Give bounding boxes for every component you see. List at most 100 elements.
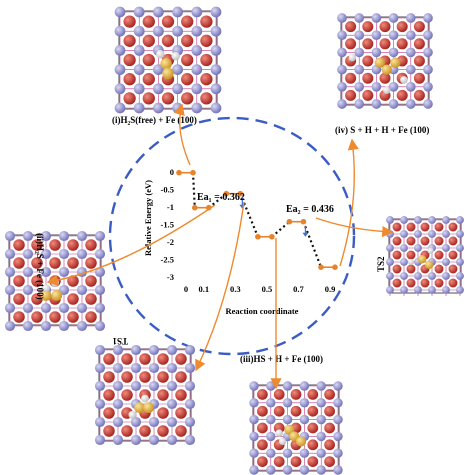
- fe-atom: [112, 416, 124, 428]
- subsurface-atom: [103, 371, 115, 383]
- fe-atom: [184, 416, 196, 428]
- x-tick-label: 0.9: [325, 284, 336, 294]
- subsurface-atom: [139, 353, 151, 365]
- fe-atom: [94, 230, 106, 242]
- subsurface-atom: [67, 311, 79, 323]
- fe-atom: [316, 414, 326, 425]
- subsurface-atom: [307, 439, 319, 451]
- subsurface-atom: [420, 222, 430, 232]
- fe-atom: [428, 272, 436, 280]
- fe-atom: [249, 465, 259, 475]
- fe-atom: [266, 398, 276, 408]
- subsurface-atom: [31, 293, 43, 305]
- h-atom: [348, 53, 357, 62]
- subsurface-atom: [161, 92, 175, 105]
- fe-atom: [114, 25, 126, 37]
- subsurface-atom: [434, 278, 444, 288]
- h-atom: [171, 51, 180, 61]
- cell-border: [8, 234, 102, 326]
- fe-atom: [191, 6, 203, 18]
- connector-arrow: [46, 204, 216, 286]
- cell-border: [340, 16, 430, 106]
- subsurface-atom: [448, 250, 458, 260]
- relax-arrow-head: [239, 204, 246, 209]
- subsurface-atom: [181, 92, 194, 105]
- subsurface-atom: [324, 422, 335, 434]
- fe-atom: [40, 266, 52, 278]
- fe-atom: [22, 230, 34, 242]
- subsurface-atom: [307, 422, 319, 434]
- h-atom: [278, 437, 287, 446]
- fe-atom: [333, 398, 343, 408]
- subsurface-atom: [123, 92, 136, 105]
- fe-atom: [249, 381, 259, 391]
- subsurface-atom: [142, 34, 155, 47]
- subsurface-atom: [85, 293, 97, 305]
- fe-atom: [22, 284, 34, 296]
- h-atom: [382, 86, 391, 95]
- fe-atom: [4, 248, 16, 260]
- fe-atom: [414, 244, 422, 252]
- state-label-ts1: TS1: [112, 336, 128, 346]
- fe-atom: [442, 216, 450, 224]
- fe-atom: [76, 230, 88, 242]
- fe-atom: [388, 99, 399, 109]
- fe-atom: [249, 431, 259, 442]
- subsurface-atom: [290, 405, 302, 417]
- subsurface-atom: [31, 257, 43, 269]
- energy-point: [176, 169, 182, 176]
- subsurface-atom: [67, 293, 79, 305]
- connector-arrow: [339, 138, 359, 267]
- subsurface-atom: [175, 389, 187, 401]
- energy-point: [255, 233, 261, 240]
- fe-atom: [130, 362, 142, 374]
- fe-atom: [94, 416, 106, 428]
- fe-atom: [153, 6, 164, 18]
- subsurface-atom: [175, 425, 187, 437]
- fe-atom: [316, 448, 326, 458]
- fe-atom: [371, 13, 382, 23]
- fe-atom: [388, 81, 399, 92]
- fe-atom: [333, 465, 343, 475]
- subsurface-atom: [448, 278, 458, 288]
- fe-atom: [456, 286, 464, 294]
- subsurface-atom: [123, 15, 136, 28]
- relax-arrow-head: [302, 232, 309, 237]
- fe-atom: [388, 47, 399, 58]
- structure-panel-i: [114, 6, 222, 114]
- fe-atom: [266, 414, 276, 425]
- fe-atom: [76, 302, 88, 314]
- subsurface-atom: [413, 38, 425, 50]
- fe-atom: [130, 434, 142, 446]
- subsurface-atom: [406, 222, 416, 232]
- fe-atom: [133, 25, 145, 37]
- fe-atom: [400, 230, 408, 238]
- fe-atom: [354, 13, 365, 23]
- fe-atom: [172, 25, 183, 37]
- fe-atom: [40, 248, 52, 260]
- subsurface-atom: [31, 311, 43, 323]
- subsurface-atom: [181, 53, 194, 67]
- fe-atom: [371, 81, 382, 92]
- fe-atom: [94, 362, 106, 374]
- y-tick-label: 0: [170, 167, 174, 177]
- energy-point: [318, 264, 324, 271]
- fe-atom: [210, 64, 222, 75]
- fe-atom: [456, 230, 464, 238]
- fe-atom: [94, 434, 106, 446]
- fe-atom: [400, 286, 408, 294]
- fe-atom: [282, 398, 293, 408]
- fe-atom: [166, 416, 178, 428]
- subsurface-atom: [13, 239, 25, 251]
- subsurface-atom: [121, 425, 133, 437]
- subsurface-atom: [379, 21, 391, 33]
- fe-atom: [299, 465, 310, 475]
- s-atom: [162, 67, 174, 80]
- structure-panel-iv: [337, 13, 433, 109]
- subsurface-atom: [324, 389, 335, 400]
- cell-border: [98, 348, 192, 442]
- subsurface-atom: [139, 425, 151, 437]
- fe-atom: [114, 64, 126, 75]
- subsurface-atom: [396, 21, 408, 33]
